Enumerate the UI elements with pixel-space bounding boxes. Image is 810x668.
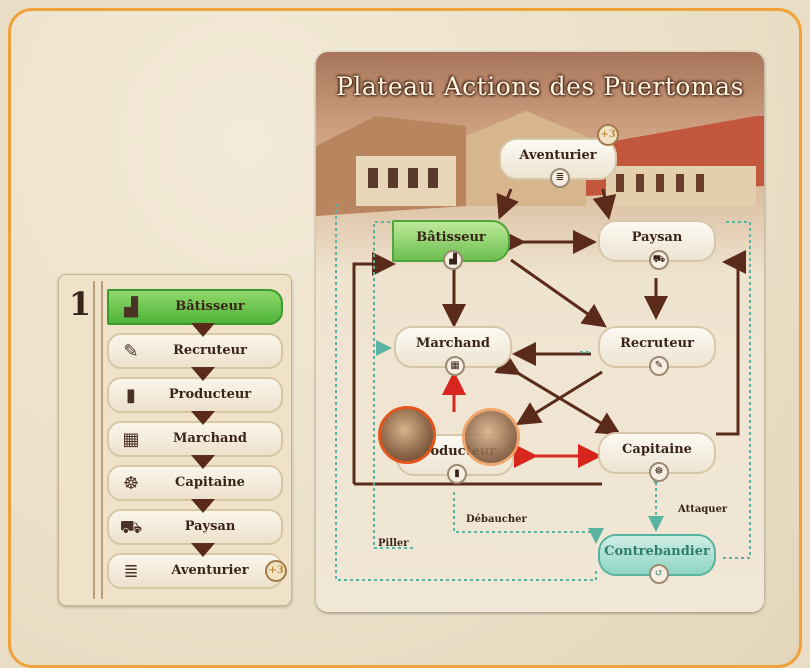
- cart-icon: ⛟: [649, 250, 669, 270]
- dashed-piller-path: [335, 204, 597, 581]
- node-contrebandier-label: Contrebandier: [604, 544, 710, 559]
- strip-row-label: Aventurier: [171, 563, 249, 578]
- dashed-right-smuggler: [722, 221, 751, 559]
- edge-label-piller: Piller: [378, 538, 409, 549]
- arrow-capitaine-to-paysan: [716, 250, 746, 436]
- strip-row-6[interactable]: ⛟ Paysan: [107, 509, 283, 557]
- ship-wheel-icon: ☸: [122, 473, 140, 494]
- arrow-recruteur-producteur: [515, 370, 603, 426]
- edge-label-debaucher: Débaucher: [466, 514, 527, 525]
- node-batisseur-label: Bâtisseur: [416, 230, 486, 245]
- strip-row-label: Capitaine: [175, 475, 245, 490]
- crate-icon: ▦: [122, 429, 140, 450]
- strip-row-4[interactable]: ▦ Marchand: [107, 421, 283, 469]
- strip-row-2[interactable]: ✎ Recruteur: [107, 333, 283, 381]
- strip-row-3[interactable]: ▮ Producteur: [107, 377, 283, 425]
- action-order-strip: 1 ▟ Bâtisseur ✎ Recruteur ▮ Producteur ▦ Marcha…: [58, 274, 292, 606]
- node-batisseur[interactable]: Bâtisseur ▟: [392, 220, 510, 270]
- plus3-ban-icon: +3: [597, 124, 619, 146]
- barrel-icon: ▮: [126, 385, 136, 406]
- down-arrow-icon: [191, 411, 215, 425]
- down-arrow-icon: [191, 323, 215, 337]
- round-number: 1: [68, 285, 92, 323]
- down-arrow-icon: [191, 499, 215, 513]
- strip-divider: [93, 281, 103, 599]
- hook-icon: ↺: [649, 564, 669, 584]
- board-title: Plateau Actions des Puertomas: [336, 72, 744, 101]
- scroll-quill-icon: ✎: [123, 341, 139, 362]
- arrow-aventurier-paysan: [592, 188, 617, 220]
- node-marchand-label: Marchand: [416, 336, 490, 351]
- worker-token-orange[interactable]: [378, 406, 436, 464]
- barrel-icon: ▮: [447, 464, 467, 484]
- node-marchand[interactable]: Marchand ▦: [394, 326, 512, 376]
- ship-wheel-icon: ☸: [649, 462, 669, 482]
- node-contrebandier[interactable]: Contrebandier ↺: [598, 534, 716, 584]
- node-aventurier[interactable]: Aventurier ≣ +3: [499, 124, 619, 188]
- actions-board: Plateau Actions des Puertomas: [316, 52, 764, 612]
- strip-row-7[interactable]: ≣ Aventurier +3: [107, 553, 287, 589]
- strip-row-label: Producteur: [168, 387, 252, 402]
- node-capitaine-label: Capitaine: [622, 442, 692, 457]
- node-capitaine[interactable]: Capitaine ☸: [598, 432, 716, 482]
- down-arrow-icon: [191, 367, 215, 381]
- bricks-icon: ▟: [443, 250, 463, 270]
- arrow-batisseur-recruteur: [510, 258, 607, 328]
- node-recruteur[interactable]: Recruteur ✎: [598, 326, 716, 376]
- dashed-producteur-smuggler: [453, 492, 604, 544]
- coin-stack-icon: ≣: [123, 561, 139, 582]
- edge-label-attaquer: Attaquer: [678, 504, 728, 515]
- bricks-icon: ▟: [124, 297, 138, 318]
- strip-row-label: Marchand: [173, 431, 247, 446]
- strip-row-label: Bâtisseur: [175, 299, 245, 314]
- down-arrow-icon: [191, 455, 215, 469]
- node-paysan[interactable]: Paysan ⛟: [598, 220, 716, 270]
- coin-stack-icon: ≣: [550, 168, 570, 188]
- strip-row-1[interactable]: ▟ Bâtisseur: [107, 289, 283, 337]
- plus3-ban-icon: +3: [265, 560, 287, 582]
- node-aventurier-label: Aventurier: [519, 148, 597, 163]
- strip-row-5[interactable]: ☸ Capitaine: [107, 465, 283, 513]
- worker-token-light[interactable]: [462, 408, 520, 466]
- arrow-marchand-capitaine: [494, 352, 622, 436]
- crate-icon: ▦: [445, 356, 465, 376]
- scroll-quill-icon: ✎: [649, 356, 669, 376]
- action-connections: [335, 188, 751, 581]
- arrow-aventurier-batisseur: [496, 188, 519, 220]
- strip-row-label: Paysan: [184, 519, 236, 534]
- strip-row-label: Recruteur: [173, 343, 247, 358]
- dashed-batisseur-smuggler: [373, 221, 414, 549]
- cart-icon: ⛟: [119, 517, 143, 538]
- down-arrow-icon: [191, 543, 215, 557]
- node-paysan-label: Paysan: [631, 230, 683, 245]
- node-recruteur-label: Recruteur: [620, 336, 694, 351]
- arrow-left-to-batisseur: [352, 252, 396, 484]
